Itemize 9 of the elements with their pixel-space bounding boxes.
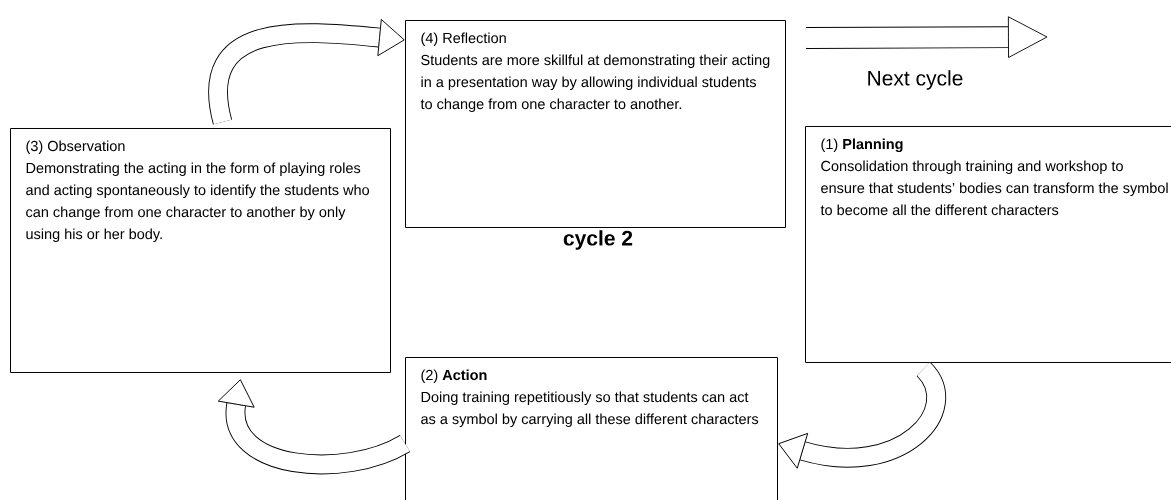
text-box: (2) Action Doing training repetitiously so that students can act as a symbol by carrying all these different characters	[405, 357, 778, 500]
text-box: (3) Observation Demonstrating the acting in the form of playing roles and acting spontaneously to identify the students who can change from one character to another by only using his or her body.	[10, 128, 391, 373]
block-arrow	[805, 16, 1048, 58]
text-box: (4) Reflection Students are more skillful at demonstrating their acting in a presentation way by allowing individual students to change from one character to another.	[405, 20, 786, 228]
text-box: (1) Planning Consolidation through training and workshop to ensure that students’ bodies can transform the symbol to become all the different characters	[805, 126, 1171, 363]
curved-arrow	[778, 363, 946, 469]
curved-arrow	[208, 19, 405, 124]
label-text: Next cycle	[868, 70, 963, 90]
curved-arrow	[217, 379, 410, 475]
